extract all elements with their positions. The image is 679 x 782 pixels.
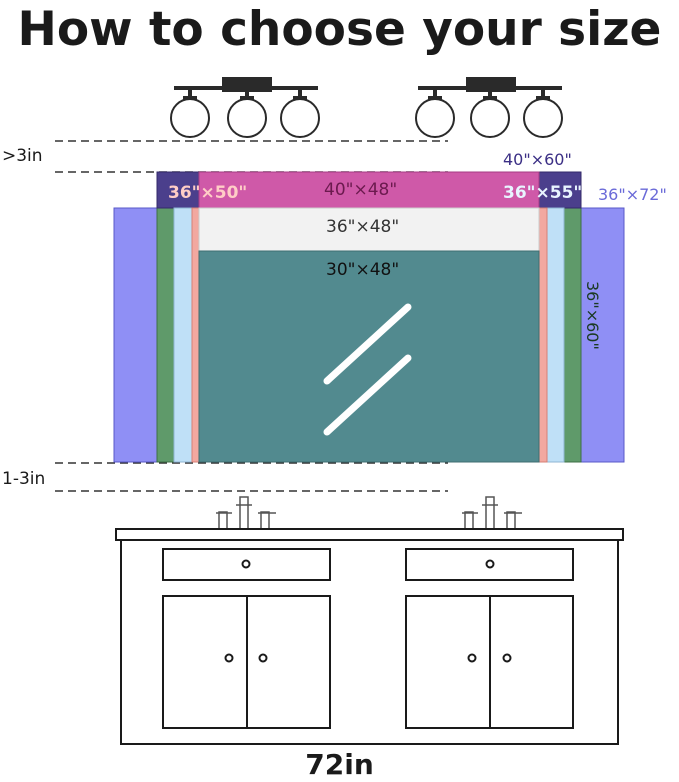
mirror-30x48 — [198, 250, 540, 463]
size-label-36x60: 36"×60" — [583, 281, 602, 350]
gap-above-label: >3in — [2, 146, 43, 166]
size-label-40x60: 40"×60" — [503, 150, 572, 169]
left-vanity-light — [170, 77, 320, 138]
gap-below-label: 1-3in — [2, 469, 46, 489]
right-vanity-light — [415, 77, 563, 138]
right-drawer-knob — [485, 559, 495, 569]
size-label-30x48: 30"×48" — [326, 260, 400, 280]
right-door-2 — [489, 595, 574, 729]
size-label-36x50: 36"×50" — [168, 183, 248, 203]
left-door-1 — [162, 595, 248, 729]
right-door-1 — [405, 595, 491, 729]
mirror-sizes — [113, 171, 625, 463]
right-faucet — [462, 496, 522, 530]
left-drawer — [162, 548, 331, 581]
mirror-40x48 — [198, 171, 540, 209]
vanity-width-label: 72in — [305, 748, 374, 781]
left-door-2 — [246, 595, 331, 729]
vanity-cabinet — [115, 528, 624, 745]
mirror-glare-1 — [323, 303, 412, 385]
size-label-36x55: 36"×55" — [503, 183, 583, 203]
mirror-glare-2 — [323, 354, 412, 436]
page-title: How to choose your size — [17, 2, 662, 57]
left-drawer-knob — [241, 559, 251, 569]
size-label-36x72: 36"×72" — [598, 185, 667, 204]
size-label-40x48: 40"×48" — [324, 180, 398, 200]
size-label-36x48: 36"×48" — [326, 217, 400, 237]
left-faucet — [216, 496, 276, 530]
